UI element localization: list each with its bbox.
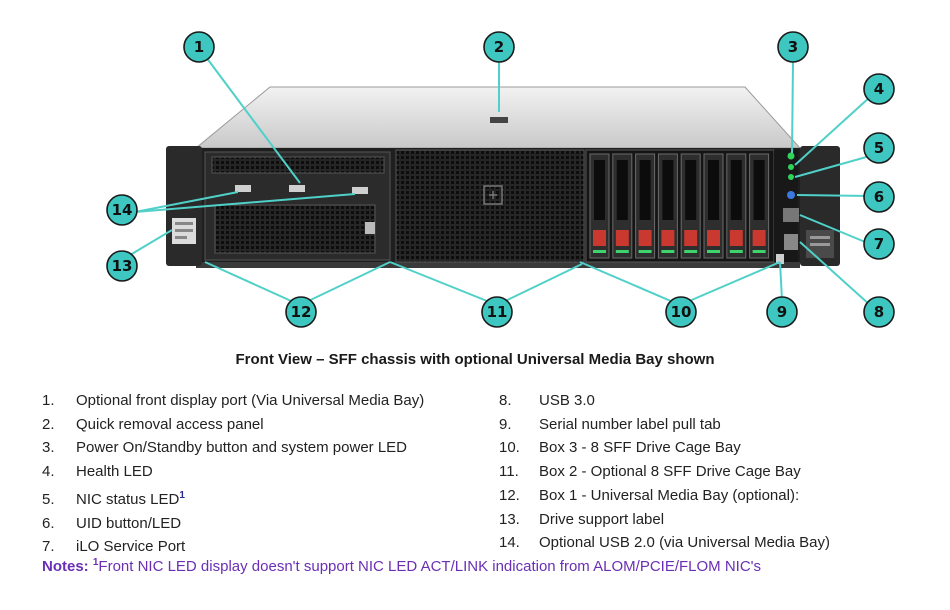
callout-markers: 1 2 3 4 5 6 7 8 9 10 11 12 13 14: [106, 31, 895, 328]
box3-sff-drive-cage: [585, 149, 775, 263]
server-front-view-diagram: 1 2 3 4 5 6 7 8 9 10 11 12 13 14: [106, 31, 895, 328]
legend-item: 13.Drive support label: [499, 510, 665, 528]
footnote-marker: 1: [179, 489, 185, 501]
callout-6: 6: [863, 181, 895, 213]
nic-status-led: [788, 174, 794, 180]
access-panel-latch: [490, 117, 508, 123]
callout-7: 7: [863, 228, 895, 260]
svg-text:2: 2: [494, 38, 504, 56]
svg-text:9: 9: [777, 303, 787, 321]
sff-drive-bay[interactable]: [657, 153, 678, 259]
usb2-port-2[interactable]: [352, 187, 368, 194]
svg-text:6: 6: [874, 188, 884, 206]
sff-drive-bay[interactable]: [612, 153, 633, 259]
callout-10: 10: [665, 296, 697, 328]
legend-item: 14.Optional USB 2.0 (via Universal Media…: [499, 534, 830, 552]
svg-text:4: 4: [874, 80, 884, 98]
svg-text:11: 11: [487, 303, 508, 321]
sff-drive-bay[interactable]: [635, 153, 656, 259]
usb3-port[interactable]: [784, 234, 798, 250]
legend-item: 1.Optional front display port (Via Unive…: [42, 392, 425, 409]
svg-text:10: 10: [671, 303, 692, 321]
svg-text:5: 5: [874, 139, 884, 157]
svg-text:12: 12: [291, 303, 312, 321]
power-button-led[interactable]: [787, 152, 795, 160]
legend-left: 1.Optional front display port (Via Unive…: [42, 389, 424, 559]
svg-text:7: 7: [874, 235, 884, 253]
callout-11: 11: [481, 296, 513, 328]
ilo-service-port[interactable]: [783, 208, 799, 222]
callout-3: 3: [777, 31, 809, 63]
callout-2: 2: [483, 31, 515, 63]
server-chassis: [166, 86, 840, 268]
callout-8: 8: [863, 296, 895, 328]
callout-5: 5: [863, 132, 895, 164]
box1-universal-media-bay: [204, 151, 391, 261]
usb2-port-1[interactable]: [235, 185, 251, 192]
notes-text: Front NIC LED display doesn't support NI…: [98, 558, 762, 575]
footnote-marker: 1: [92, 557, 99, 568]
legend-item: 11.Box 2 - Optional 8 SFF Drive Cage Bay: [499, 463, 801, 481]
sff-drive-bay[interactable]: [680, 153, 701, 259]
callout-12: 12: [285, 296, 317, 328]
uid-button[interactable]: [787, 191, 795, 199]
legend-item: 12.Box 1 - Universal Media Bay (optional…: [499, 486, 800, 504]
legend-item: 7.iLO Service Port: [42, 538, 186, 556]
legend-item: 5.NIC status LED1: [42, 489, 185, 508]
svg-text:13: 13: [112, 257, 133, 275]
callout-13: 13: [106, 250, 138, 282]
legend-right: 8.USB 3.0 9.Serial number label pull tab…: [499, 389, 830, 555]
health-led: [788, 164, 794, 170]
sff-drive-bay[interactable]: [703, 153, 724, 259]
legend-item: 9.Serial number label pull tab: [499, 415, 721, 433]
box2-drive-cage-bay: [395, 149, 585, 263]
sff-drive-bay[interactable]: [749, 153, 770, 259]
figure-caption: Front View – SFF chassis with optional U…: [235, 351, 715, 368]
footnote: Notes: 1Front NIC LED display doesn't su…: [42, 557, 761, 575]
legend-item: 2.Quick removal access panel: [42, 415, 264, 433]
callout-9: 9: [766, 296, 798, 328]
callout-4: 4: [863, 73, 895, 105]
svg-text:3: 3: [788, 38, 798, 56]
serial-label-pull-tab[interactable]: [776, 254, 784, 264]
callout-leaders: [124, 56, 871, 306]
svg-text:14: 14: [112, 201, 133, 219]
front-control-panel: [774, 150, 799, 264]
callout-14: 14: [106, 194, 138, 226]
legend-item: 4.Health LED: [42, 463, 153, 481]
legend-item: 8.USB 3.0: [499, 392, 595, 409]
svg-text:1: 1: [194, 38, 204, 56]
legend-item: 10.Box 3 - 8 SFF Drive Cage Bay: [499, 439, 741, 457]
legend-item: 6.UID button/LED: [42, 514, 182, 532]
sff-drive-bay[interactable]: [589, 153, 610, 259]
legend-item: 3.Power On/Standby button and system pow…: [42, 439, 408, 457]
sff-drive-bay[interactable]: [726, 153, 747, 259]
notes-label: Notes:: [42, 558, 89, 575]
svg-text:8: 8: [874, 303, 884, 321]
callout-1: 1: [183, 31, 215, 63]
front-display-port[interactable]: [289, 185, 305, 192]
